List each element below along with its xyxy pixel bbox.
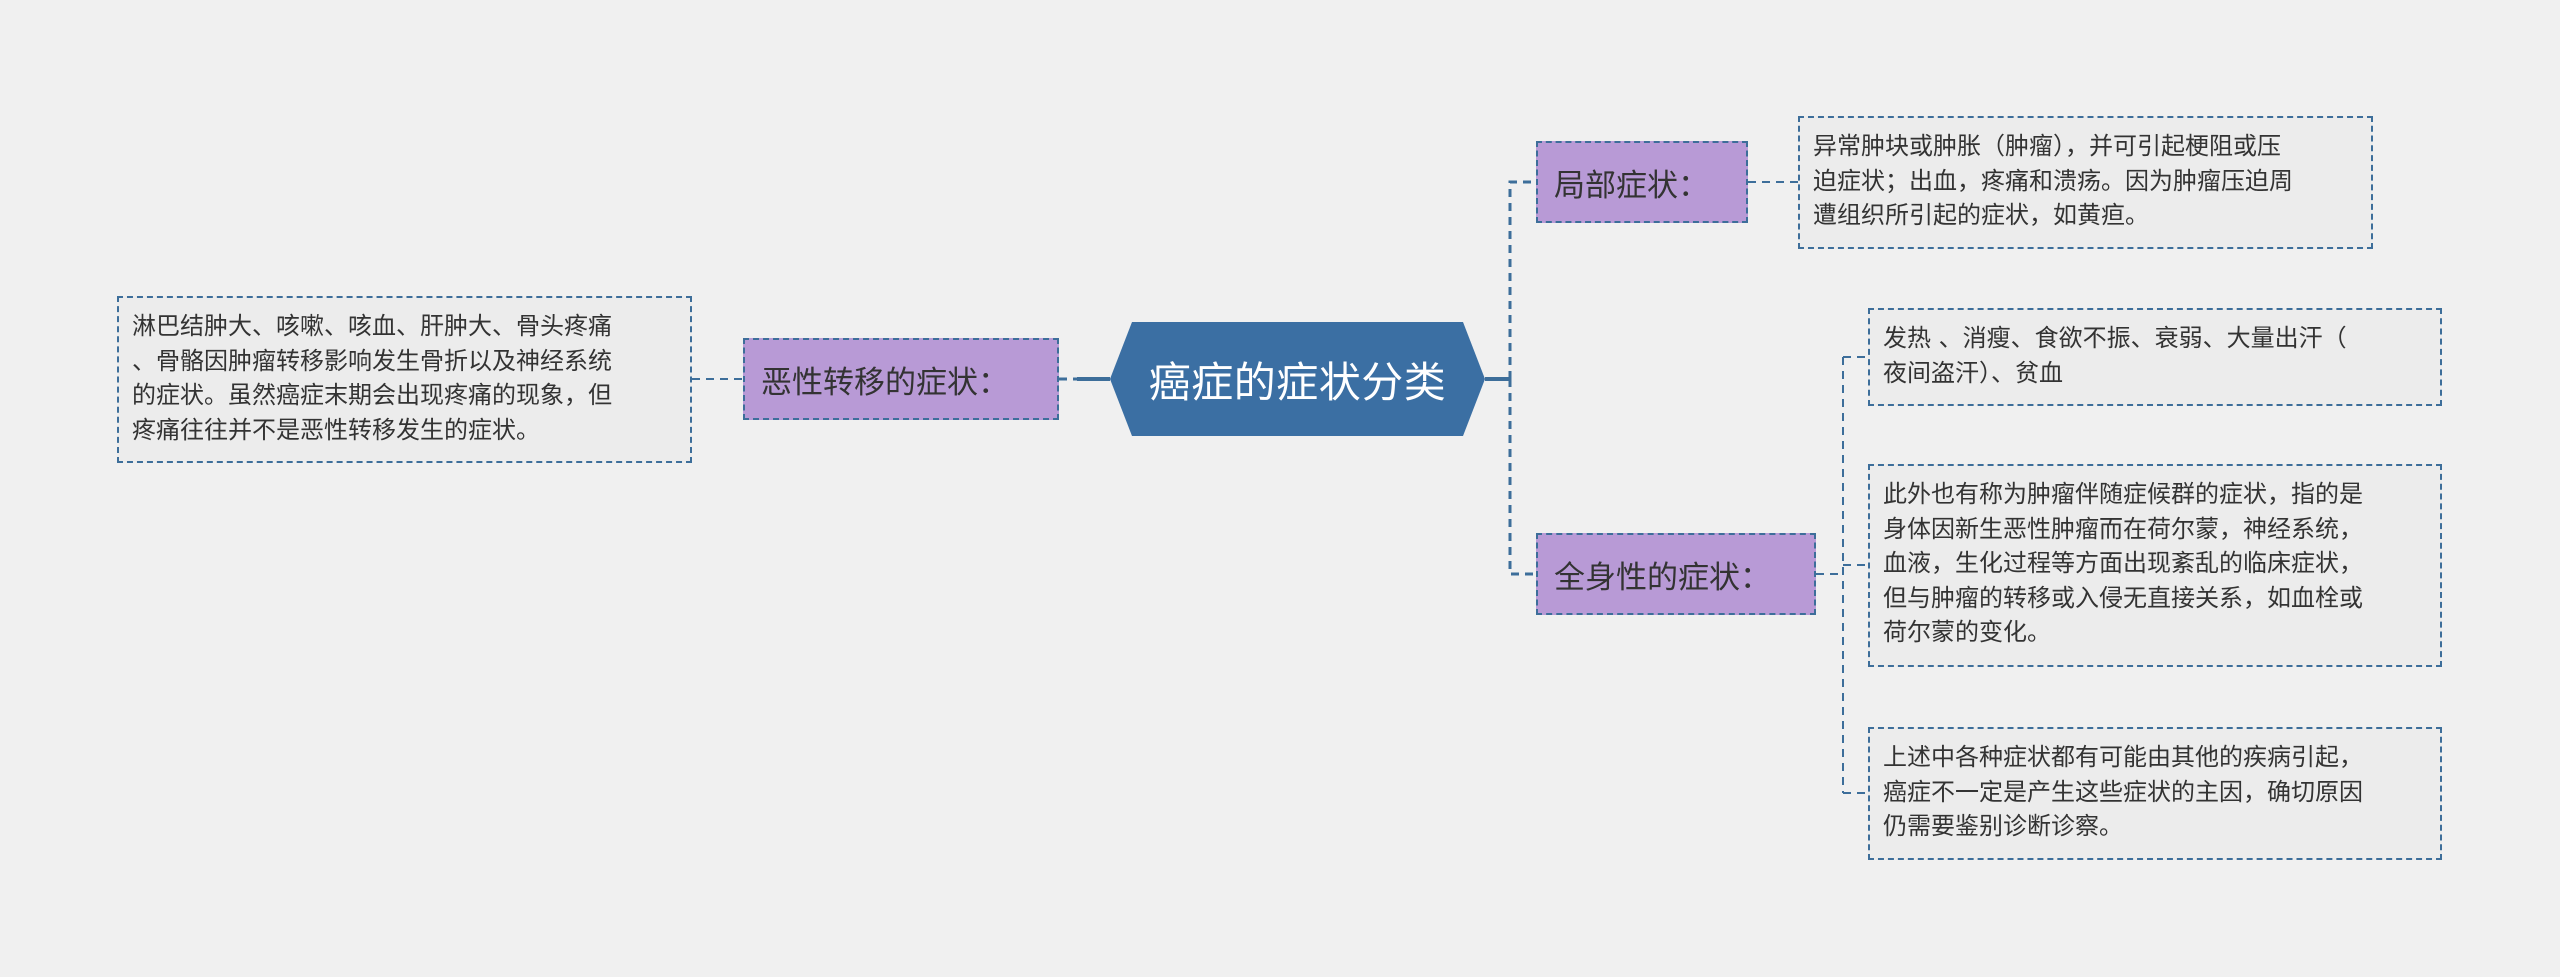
root-node[interactable]: 癌症的症状分类 xyxy=(1110,322,1485,436)
leaf-systemic-paraneoplastic[interactable]: 此外也有称为肿瘤伴随症候群的症状，指的是 身体因新生恶性肿瘤而在荷尔蒙，神经系统… xyxy=(1868,464,2442,667)
branch-local-symptoms[interactable]: 局部症状： xyxy=(1536,141,1748,223)
leaf-systemic-differential[interactable]: 上述中各种症状都有可能由其他的疾病引起， 癌症不一定是产生这些症状的主因，确切原… xyxy=(1868,727,2442,860)
branch-systemic-symptoms[interactable]: 全身性的症状： xyxy=(1536,533,1816,615)
leaf-metastasis-detail[interactable]: 淋巴结肿大、咳嗽、咳血、肝肿大、骨头疼痛 、骨骼因肿瘤转移影响发生骨折以及神经系… xyxy=(117,296,692,463)
connector-right-trunk xyxy=(1508,180,1536,576)
connector-systemic-trunk xyxy=(1842,356,1868,794)
branch-local-label: 局部症状： xyxy=(1554,167,1709,204)
branch-systemic-label: 全身性的症状： xyxy=(1554,559,1771,596)
branch-metastasis-label: 恶性转移的症状： xyxy=(761,364,1009,401)
leaf-local-detail[interactable]: 异常肿块或肿胀（肿瘤），并可引起梗阻或压 迫症状；出血，疼痛和溃疡。因为肿瘤压迫… xyxy=(1798,116,2373,249)
leaf-systemic-general[interactable]: 发热 、消瘦、食欲不振、衰弱、大量出汗（ 夜间盗汗）、贫血 xyxy=(1868,308,2442,406)
branch-metastasis-symptoms[interactable]: 恶性转移的症状： xyxy=(743,338,1059,420)
